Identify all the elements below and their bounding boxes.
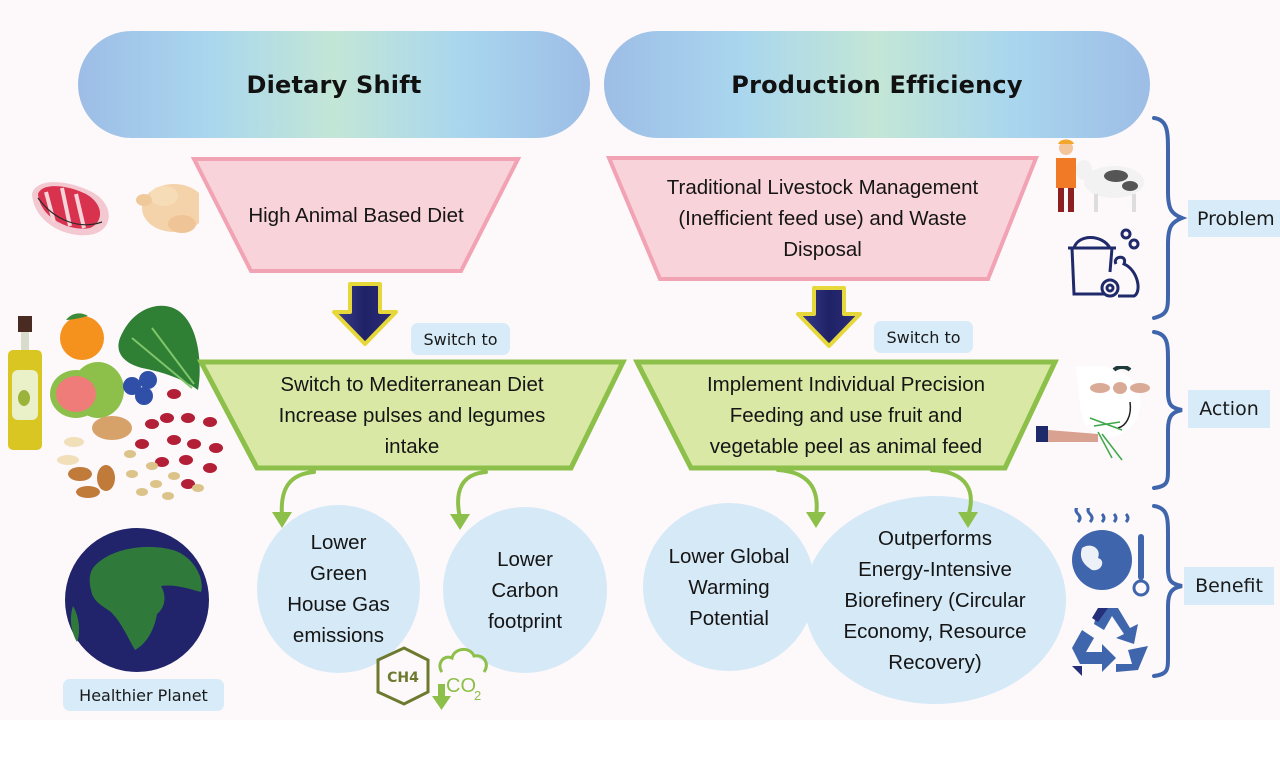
action-right-line-3: vegetable peel as animal feed: [709, 434, 983, 458]
problem-right-line-1: Traditional Livestock Management: [666, 176, 979, 199]
action-left-line-2: Increase pulses and legumes: [278, 403, 546, 427]
trapezoid-shape: [197, 359, 627, 471]
action-right-line-2: Feeding and use fruit and: [729, 403, 963, 427]
ch4-text: CH4: [387, 670, 419, 686]
problem-left-text: High Animal Based Diet: [248, 203, 464, 227]
chicken-icon: [136, 184, 199, 233]
soybeans-icon: [124, 450, 204, 500]
brace-action-icon: [1152, 330, 1183, 490]
down-arrow-icon: [438, 684, 445, 698]
action-box-mediterranean-diet: Switch to Mediterranean Diet Increase pu…: [197, 358, 627, 472]
mediterranean-food-icon: [8, 305, 223, 500]
curved-arrow-icon: [456, 470, 488, 520]
global-warming-icon: [1072, 508, 1150, 597]
curved-arrow-icon: [930, 468, 973, 518]
benefit-ghg-line-4: emissions: [292, 624, 385, 647]
braces: [1152, 116, 1188, 678]
spinach-icon: [118, 305, 200, 390]
trapezoid-shape: [191, 157, 521, 273]
benefit-ghg-line-3: House Gas: [287, 593, 390, 616]
brace-problem-icon: [1152, 116, 1188, 320]
down-arrow-icon-left: [332, 282, 398, 346]
cloud-icon: [438, 648, 488, 673]
benefit-outperforms-biorefinery: Outperforms Energy-Intensive Biorefinery…: [804, 496, 1066, 704]
nuts-icon: [57, 416, 132, 498]
switch-to-label-right: Switch to: [874, 321, 973, 353]
action-right-text: Implement Individual Precision Feeding a…: [633, 358, 1059, 472]
guava-icon: [50, 362, 124, 418]
brace-benefit-icon: [1152, 504, 1183, 678]
benefit-lower-ghg-emissions: Lower Green House Gas emissions: [257, 505, 420, 673]
switch-to-label-left: Switch to: [411, 323, 510, 355]
benefit-biorefinery-line-1: Outperforms: [878, 526, 992, 550]
problem-box-high-animal-diet: High Animal Based Diet: [191, 156, 521, 274]
benefit-biorefinery-line-4: Economy, Resource: [843, 619, 1027, 643]
recycle-icon: [1072, 608, 1148, 676]
ch4-hexagon-icon: [376, 646, 430, 706]
benefit-gwp-line-1: Lower Global: [668, 544, 790, 568]
benefit-ghg-line-2: Green: [310, 562, 367, 585]
side-label-benefit: Benefit: [1184, 567, 1274, 605]
waste-bin-icon: [1068, 228, 1140, 298]
co2-text: CO: [446, 675, 476, 697]
header-dietary-shift-label: Dietary Shift: [246, 70, 422, 99]
benefit-carbon-line-2: Carbon: [491, 578, 559, 602]
header-dietary-shift: Dietary Shift: [78, 31, 590, 138]
curved-arrow-icon: [279, 470, 316, 518]
benefit-carbon-line-3: footprint: [487, 609, 563, 633]
problem-box-traditional-livestock: Traditional Livestock Management (Ineffi…: [606, 155, 1039, 282]
benefit-carbon-line-1: Lower: [497, 547, 553, 571]
problem-right-line-2: (Inefficient feed use) and Waste: [678, 207, 967, 230]
benefit-lower-global-warming: Lower Global Warming Potential: [643, 503, 815, 671]
cow-eating-grass-icon: [1036, 366, 1150, 461]
trapezoid-shape: [633, 359, 1059, 471]
diagram-canvas: Dietary Shift Production Efficiency High…: [8, 31, 1280, 711]
ch4-co2-icon: CH4 CO 2: [376, 646, 488, 710]
blueberries-icon: [123, 371, 157, 405]
problem-right-text: Traditional Livestock Management (Ineffi…: [606, 155, 1039, 282]
healthier-planet-label: Healthier Planet: [63, 679, 224, 711]
action-left-text: Switch to Mediterranean Diet Increase pu…: [197, 358, 627, 472]
meat-and-poultry-icon: [32, 182, 199, 236]
benefit-biorefinery-line-5: Recovery): [888, 650, 982, 674]
down-arrow-icon-right: [796, 286, 862, 348]
benefit-biorefinery-line-3: Biorefinery (Circular: [844, 588, 1026, 612]
benefit-gwp-line-3: Potential: [689, 606, 769, 630]
farmer-with-cow-icon: [1056, 139, 1144, 212]
benefit-lower-carbon-footprint: Lower Carbon footprint: [443, 507, 607, 673]
action-left-line-3: intake: [384, 434, 440, 458]
benefit-ghg-line-1: Lower: [310, 531, 367, 554]
olive-oil-bottle-icon: [8, 316, 42, 450]
header-production-efficiency: Production Efficiency: [604, 31, 1150, 138]
benefit-gwp-line-2: Warming: [688, 575, 770, 599]
action-right-line-1: Implement Individual Precision: [706, 372, 986, 396]
co2-subscript: 2: [474, 688, 481, 703]
action-left-line-1: Switch to Mediterranean Diet: [280, 372, 544, 396]
steak-icon: [32, 182, 109, 236]
beans-icon: [135, 389, 223, 489]
header-production-efficiency-label: Production Efficiency: [731, 70, 1023, 99]
earth-globe-icon: [65, 528, 209, 672]
curved-arrows: [272, 468, 978, 530]
side-label-problem: Problem: [1188, 200, 1280, 237]
benefit-biorefinery-line-2: Energy-Intensive: [858, 557, 1012, 581]
problem-right-line-3: Disposal: [783, 238, 862, 261]
orange-icon: [60, 316, 104, 360]
action-box-precision-feeding: Implement Individual Precision Feeding a…: [633, 358, 1059, 472]
side-label-action: Action: [1188, 390, 1270, 428]
trapezoid-shape: [606, 156, 1039, 281]
curved-arrow-icon: [776, 468, 819, 518]
